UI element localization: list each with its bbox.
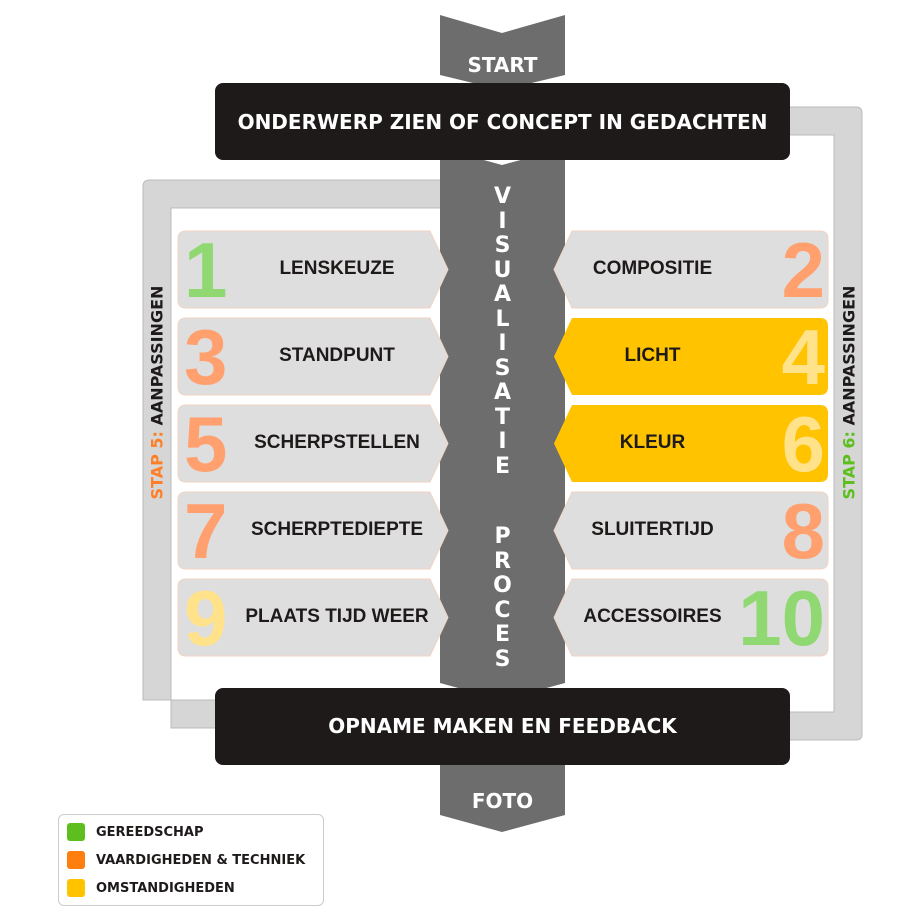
- center-column: [440, 148, 565, 700]
- step-box-3: [177, 317, 449, 396]
- step-box-10: [553, 578, 829, 657]
- center-letter: A: [493, 380, 512, 405]
- center-letter: I: [498, 429, 507, 454]
- center-letter: I: [498, 331, 507, 356]
- left-loop-arrow: [142, 179, 469, 729]
- center-letter: T: [494, 404, 510, 430]
- step-label: LICHT: [624, 345, 681, 366]
- top-bar-bg: [215, 83, 790, 160]
- start-label: START: [467, 53, 538, 77]
- step-number: 8: [781, 487, 825, 575]
- top-bar-text: ONDERWERP ZIEN OF CONCEPT IN GEDACHTEN: [237, 110, 768, 134]
- bottom-bar-text: OPNAME MAKEN EN FEEDBACK: [328, 714, 677, 738]
- step-label: STANDPUNT: [279, 345, 395, 366]
- left-loop-text: AANPASSINGEN: [147, 285, 167, 432]
- step-box-6: [554, 405, 828, 482]
- legend: GEREEDSCHAP VAARDIGHEDEN & TECHNIEK OMST…: [58, 814, 324, 906]
- legend-label: VAARDIGHEDEN & TECHNIEK: [96, 852, 306, 868]
- center-letter: C: [494, 597, 511, 623]
- step-label: SCHERPSTELLEN: [254, 432, 420, 453]
- center-letter: E: [494, 453, 511, 479]
- left-loop-step: STAP 5:: [147, 431, 167, 500]
- center-letter: S: [494, 233, 511, 258]
- step-box-2: [553, 230, 829, 309]
- left-loop-label: STAP 5: AANPASSINGEN: [147, 286, 167, 500]
- center-letter: U: [493, 257, 512, 283]
- legend-label: OMSTANDIGHEDEN: [96, 880, 235, 896]
- center-letter: L: [495, 306, 510, 332]
- step-number: 7: [184, 487, 228, 575]
- center-letter: S: [494, 355, 511, 381]
- step-box-8: [553, 491, 829, 570]
- step-label: LENSKEUZE: [279, 258, 395, 279]
- step-number: 1: [184, 226, 228, 314]
- step-label: SLUITERTIJD: [591, 519, 714, 540]
- step-number: 3: [184, 313, 228, 401]
- center-letter: R: [494, 548, 511, 574]
- right-loop-step: STAP 6:: [839, 431, 859, 500]
- step-label: PLAATS TIJD WEER: [245, 606, 429, 627]
- step-number: 6: [781, 400, 825, 488]
- center-letter: O: [493, 573, 512, 598]
- right-loop-label: STAP 6: AANPASSINGEN: [839, 286, 859, 500]
- legend-item-omstandigheden: OMSTANDIGHEDEN: [67, 879, 235, 897]
- legend-label: GEREEDSCHAP: [96, 824, 204, 840]
- step-number: 4: [781, 313, 825, 401]
- step-number: 5: [184, 400, 228, 488]
- step-box-7: [177, 491, 449, 570]
- legend-item-gereedschap: GEREEDSCHAP: [67, 823, 204, 841]
- legend-swatch: [67, 823, 85, 841]
- center-letter: A: [493, 282, 512, 307]
- step-number: 9: [184, 574, 228, 662]
- center-letter: S: [494, 646, 511, 672]
- right-loop-text: AANPASSINGEN: [839, 285, 859, 432]
- step-box-9: [177, 578, 449, 657]
- step-number: 2: [781, 226, 825, 314]
- step-box-1: [177, 230, 449, 309]
- foto-chevron: [440, 750, 565, 832]
- bottom-bar-bg: [215, 688, 790, 765]
- start-chevron: [440, 15, 565, 90]
- legend-swatch: [67, 879, 85, 897]
- legend-swatch: [67, 851, 85, 869]
- center-letter: I: [498, 208, 507, 234]
- step-box-5: [177, 404, 449, 483]
- step-number: 10: [738, 574, 825, 662]
- center-letter: E: [494, 622, 511, 647]
- step-label: KLEUR: [619, 432, 686, 453]
- legend-item-vaardigheden: VAARDIGHEDEN & TECHNIEK: [67, 851, 305, 869]
- step-label: ACCESSOIRES: [583, 606, 722, 627]
- center-letter: V: [493, 184, 512, 209]
- center-letter: P: [494, 524, 511, 549]
- step-label: COMPOSITIE: [592, 258, 713, 279]
- end-label: FOTO: [471, 789, 534, 813]
- step-box-4: [554, 318, 828, 395]
- step-label: SCHERPTEDIEPTE: [250, 519, 424, 540]
